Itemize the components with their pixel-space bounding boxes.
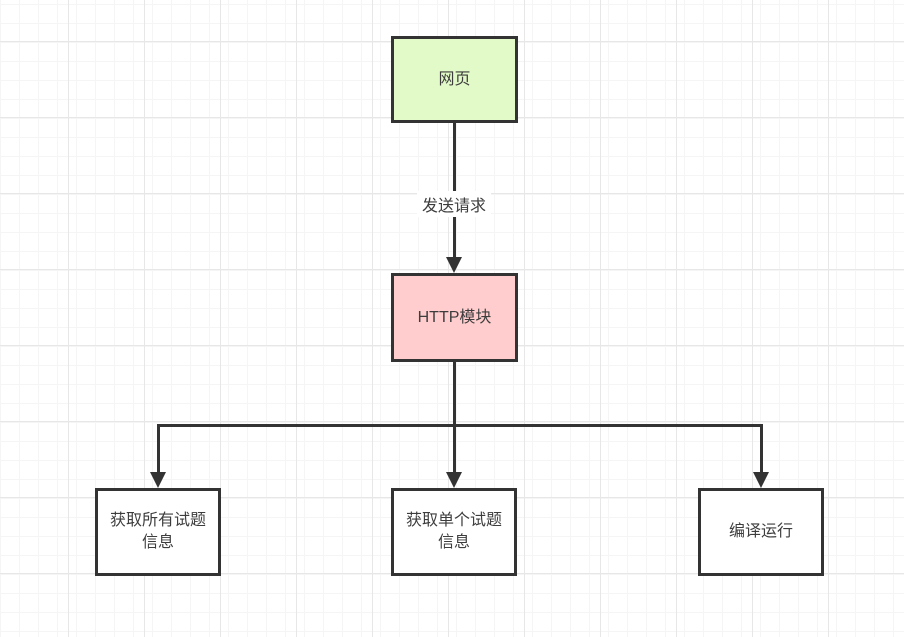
arrowhead-to-compile bbox=[753, 472, 769, 488]
edge-drop-left-line bbox=[156, 425, 160, 473]
node-get-all-questions: 获取所有试题 信息 bbox=[95, 488, 221, 576]
edge-drop-middle-line bbox=[452, 425, 456, 473]
node-http-module: HTTP模块 bbox=[391, 273, 518, 362]
node-webpage: 网页 bbox=[391, 36, 518, 123]
edge-http-trunk-line bbox=[452, 362, 456, 425]
edge-drop-right-line bbox=[759, 425, 763, 473]
node-get-single-question: 获取单个试题 信息 bbox=[391, 488, 517, 576]
arrowhead-to-get-all bbox=[150, 472, 166, 488]
edge-label-send-request: 发送请求 bbox=[416, 191, 492, 217]
arrowhead-web-to-http bbox=[446, 257, 462, 273]
arrowhead-to-get-one bbox=[446, 472, 462, 488]
node-compile-run: 编译运行 bbox=[698, 488, 824, 576]
edge-branch-line bbox=[156, 423, 763, 427]
